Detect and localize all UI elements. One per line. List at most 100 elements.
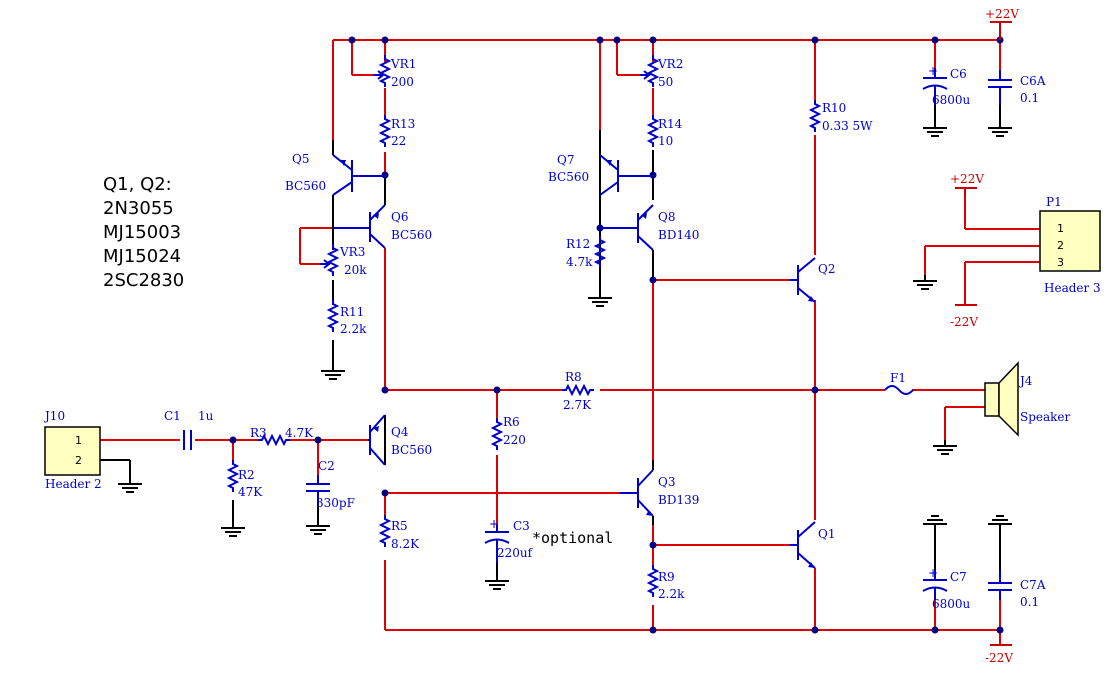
r9-ref: R9 <box>658 570 675 584</box>
rail-pos-header: +22V <box>950 172 984 186</box>
svg-text:+: + <box>928 566 938 580</box>
p1-pin3: 3 <box>1057 256 1064 269</box>
note-line3: MJ15024 <box>103 246 181 267</box>
transistor-q6 <box>333 204 386 249</box>
r9-value: 2.2k <box>658 587 685 601</box>
note-title: Q1, Q2: <box>103 174 172 195</box>
q8-ref: Q8 <box>658 210 675 224</box>
q6-ref: Q6 <box>391 210 408 224</box>
capacitor-c1 <box>183 430 192 450</box>
c7a-value: 0.1 <box>1020 595 1039 609</box>
ground-icon <box>987 121 1013 137</box>
header-j10 <box>44 426 101 476</box>
capacitor-c7a <box>988 570 1012 600</box>
p1-pin2: 2 <box>1057 239 1064 252</box>
q7-value: BC560 <box>548 170 589 184</box>
note-line1: 2N3055 <box>103 198 174 219</box>
c1-ref: C1 <box>164 409 181 423</box>
svg-text:+: + <box>489 517 499 531</box>
vr3-value: 20k <box>344 263 367 277</box>
r5-ref: R5 <box>391 519 408 533</box>
r3-value: 4.7K <box>285 426 314 440</box>
r14-ref: R14 <box>658 117 683 131</box>
r8-ref: R8 <box>565 370 582 384</box>
q5-ref: Q5 <box>292 152 309 166</box>
j4-ref: J4 <box>1018 374 1033 388</box>
c2-value: 330pF <box>316 496 355 510</box>
q5-value: BC560 <box>285 179 326 193</box>
resistor-r13 <box>380 114 390 148</box>
ground-icon <box>922 515 948 531</box>
header-p1 <box>1039 210 1101 272</box>
c7-value: 6800u <box>932 597 971 611</box>
r5-value: 8.2K <box>391 537 420 551</box>
ground-icon <box>922 121 948 137</box>
j10-pin2: 2 <box>75 454 82 467</box>
potentiometer-vr1 <box>380 54 390 88</box>
rail-pos-top: +22V <box>985 7 1019 21</box>
r8-value: 2.7K <box>563 398 592 412</box>
q4-value: BC560 <box>391 443 432 457</box>
capacitor-c3: + <box>484 517 510 563</box>
j10-ref: J10 <box>43 409 65 423</box>
resistor-r5 <box>380 514 390 548</box>
ground-icon <box>484 574 510 590</box>
capacitor-c6a <box>988 70 1012 105</box>
j10-pin1: 1 <box>75 434 82 447</box>
rail-neg-header: -22V <box>950 315 978 329</box>
transistor-q5 <box>332 154 385 196</box>
ground-icon <box>912 274 938 290</box>
capacitor-c6: + <box>922 64 948 105</box>
transistor-q7 <box>599 130 653 196</box>
r10-value: 0.33 5W <box>822 119 873 133</box>
q3-ref: Q3 <box>658 475 675 489</box>
q7-ref: Q7 <box>557 153 574 167</box>
c6-ref: C6 <box>950 67 967 81</box>
note-optional: *optional <box>532 529 613 547</box>
resistors <box>228 54 820 598</box>
r12-value: 4.7k <box>566 255 593 269</box>
ground-symbols <box>117 121 1013 590</box>
potentiometer-vr3 <box>328 243 338 277</box>
q6-value: BC560 <box>391 228 432 242</box>
vr2-value: 50 <box>658 75 673 89</box>
resistor-r9 <box>648 564 658 598</box>
fuse-f1 <box>884 385 914 395</box>
q8-value: BD140 <box>658 228 699 242</box>
r10-ref: R10 <box>822 101 846 115</box>
r2-value: 47K <box>238 485 263 499</box>
vr1-ref: VR1 <box>390 57 416 71</box>
r2-ref: R2 <box>238 468 255 482</box>
c6a-ref: C6A <box>1020 74 1046 88</box>
transistor-q2 <box>790 257 816 303</box>
resistor-r11 <box>328 299 338 333</box>
power-symbols <box>955 21 1012 646</box>
potentiometer-vr2 <box>648 54 658 88</box>
note-line2: MJ15003 <box>103 222 181 243</box>
vr1-value: 200 <box>391 75 414 89</box>
j10-value: Header 2 <box>45 477 102 491</box>
r11-ref: R11 <box>340 305 364 319</box>
ground-icon <box>320 364 346 380</box>
q3-value: BD139 <box>658 493 699 507</box>
resistor-r14 <box>648 114 658 148</box>
r12-ref: R12 <box>566 237 590 251</box>
ground-icon <box>587 291 613 307</box>
rail-neg-bottom: -22V <box>985 651 1013 665</box>
r3-ref: R3 <box>250 426 267 440</box>
resistor-r12 <box>595 235 605 269</box>
c7a-ref: C7A <box>1020 578 1046 592</box>
ground-icon <box>987 515 1013 531</box>
ground-icon <box>932 439 958 455</box>
vr1-wiper-icon <box>374 70 385 80</box>
transistors <box>332 130 816 569</box>
f1-ref: F1 <box>890 371 906 385</box>
c3-ref: C3 <box>513 519 530 533</box>
transistor-q1 <box>790 521 816 569</box>
ground-icon <box>117 477 143 493</box>
p1-ref: P1 <box>1046 195 1062 209</box>
c1-value: 1u <box>198 409 214 423</box>
c6-value: 6800u <box>932 93 971 107</box>
